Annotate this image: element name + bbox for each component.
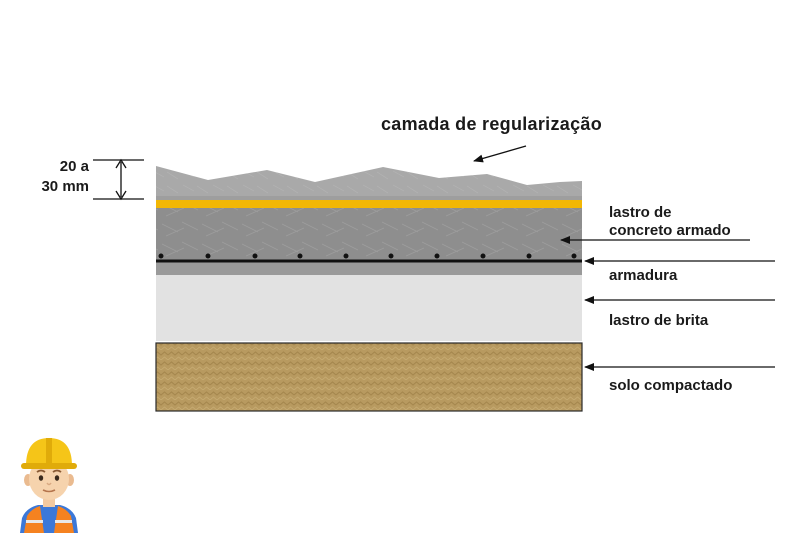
concrete-slab-lower-band <box>156 262 582 275</box>
screed-pointer-arrow <box>473 145 527 163</box>
screed-base-band <box>156 195 582 201</box>
rebar-dots <box>158 253 577 259</box>
gravel-layer-label: lastro de brita <box>609 312 709 329</box>
screed-layer-label: camada de regularização <box>381 114 603 134</box>
thickness-dimension <box>93 158 144 201</box>
screed-layer <box>156 166 582 196</box>
soil-layer <box>155 342 583 412</box>
yellow-stripe <box>156 200 582 208</box>
gravel-layer <box>156 275 582 341</box>
rebar-label: armadura <box>609 267 678 284</box>
concrete-slab-label-line2: concreto armado <box>609 222 731 239</box>
construction-worker-icon <box>20 438 78 533</box>
thickness-label-line2: 30 mm <box>41 178 89 195</box>
thickness-label-line1: 20 a <box>59 158 89 175</box>
soil-layer-label: solo compactado <box>609 377 733 394</box>
concrete-slab-label-line1: lastro de <box>609 204 672 221</box>
